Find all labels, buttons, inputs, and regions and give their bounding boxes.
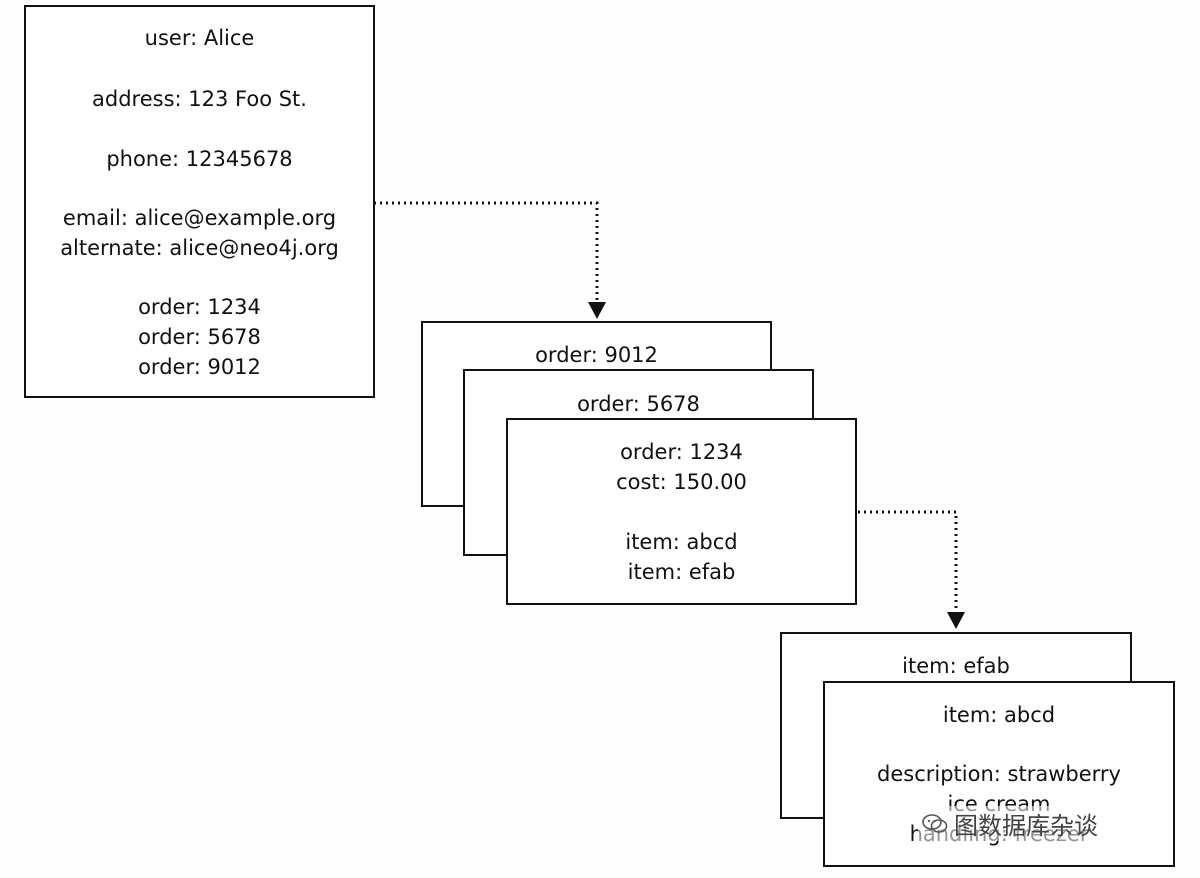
user-phone-label: phone: 12345678 — [106, 147, 293, 171]
user-alternate-email-label: alternate: alice@neo4j.org — [60, 236, 339, 260]
user-address-label: address: 123 Foo St. — [92, 87, 307, 111]
order-item-ref: item: efab — [627, 560, 736, 584]
wechat-icon — [922, 813, 948, 833]
watermark: 图数据库杂谈 — [918, 806, 1102, 841]
user-order-ref: order: 9012 — [138, 355, 261, 379]
order-to-items-connector — [858, 510, 958, 612]
watermark-text: 图数据库杂谈 — [954, 812, 1098, 840]
order-item-ref: item: abcd — [625, 530, 738, 554]
user-to-orders-arrowhead — [588, 302, 606, 319]
user-node-box: user: Alice address: 123 Foo St. phone: … — [24, 5, 375, 398]
order-to-items-arrowhead — [947, 612, 965, 629]
order-back-label: order: 9012 — [535, 343, 658, 367]
item-back-label: item: efab — [902, 654, 1010, 678]
user-name-label: user: Alice — [144, 26, 255, 50]
user-order-ref: order: 5678 — [138, 325, 261, 349]
item-id-label: item: abcd — [942, 703, 1056, 727]
user-order-ref: order: 1234 — [138, 295, 261, 319]
item-description-label: description: strawberry — [877, 762, 1121, 786]
order-middle-label: order: 5678 — [577, 392, 700, 416]
order-node-box-front: order: 1234 cost: 150.00 item: abcd item… — [506, 418, 857, 605]
user-email-label: email: alice@example.org — [62, 206, 337, 230]
order-id-label: order: 1234 — [620, 440, 743, 464]
order-cost-label: cost: 150.00 — [616, 470, 747, 494]
user-to-orders-connector — [374, 201, 599, 302]
